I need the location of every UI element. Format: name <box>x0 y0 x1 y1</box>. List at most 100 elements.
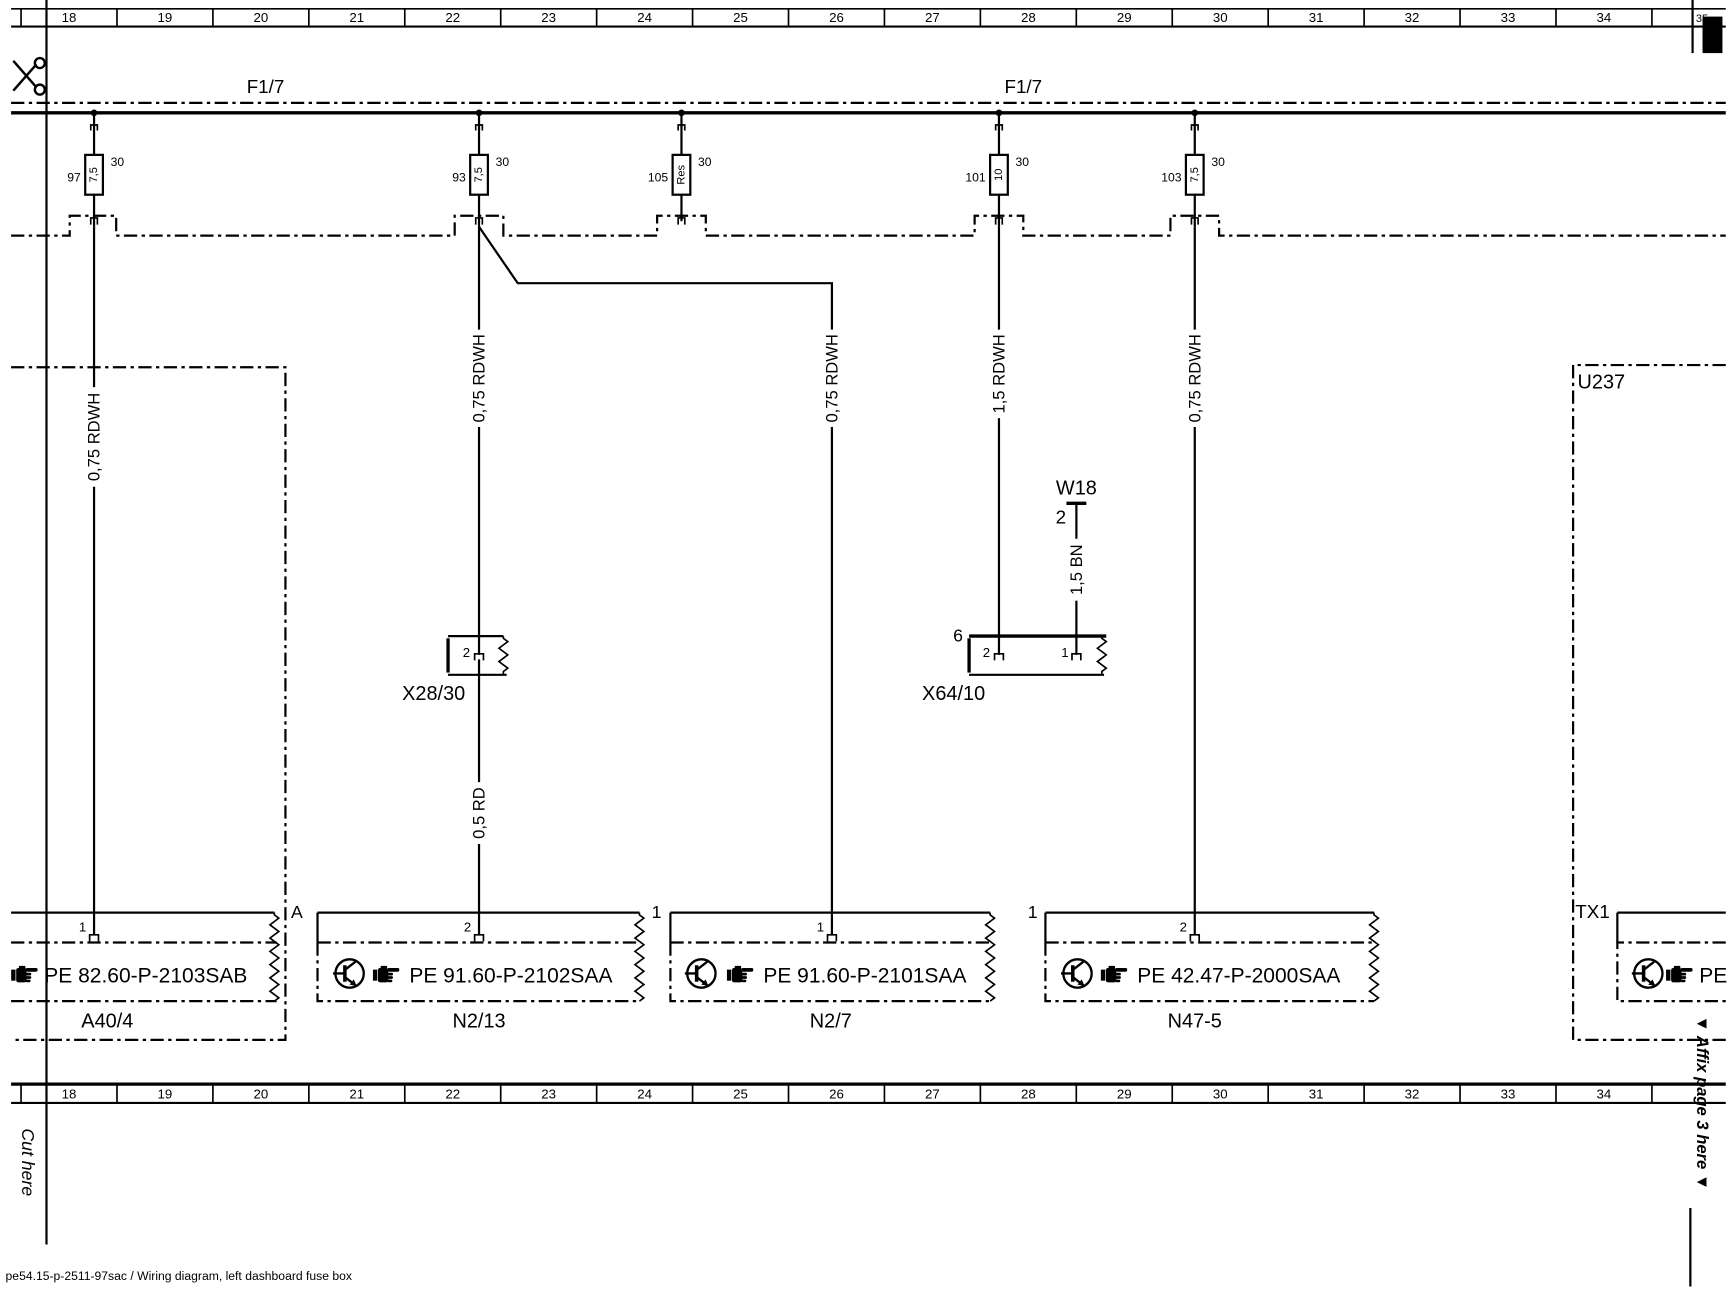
column-number: 27 <box>925 10 940 25</box>
component-n47-5: 2 PE 42.47-P-2000SAA N47-5 <box>1044 911 1380 1033</box>
affix-page-label: ▼ Affix page 3 here ▼ <box>1693 1016 1712 1191</box>
module-id: U237 <box>1578 371 1626 393</box>
fuse-number: 103 <box>1161 170 1182 184</box>
pointing-hand-icon <box>1666 965 1693 983</box>
pointing-hand-icon <box>1100 965 1128 983</box>
bus-label-right: F1/7 <box>1004 76 1042 97</box>
wire-to-x28-30: 0,75 RDWH <box>470 226 489 655</box>
fuse-box-boundary <box>11 214 1726 237</box>
diagram-caption: pe54.15-p-2511-97sac / Wiring diagram, l… <box>6 1269 352 1283</box>
transistor-icon <box>331 957 366 990</box>
fuse-105: Res 105 30 <box>648 109 712 225</box>
column-number: 21 <box>349 1086 364 1101</box>
power-bus: F1/7 F1/7 <box>11 76 1726 115</box>
fuse-93: 7,5 93 30 <box>452 109 510 227</box>
fuse-97: 7,5 97 30 <box>67 109 125 227</box>
fuse-number: 93 <box>452 170 466 184</box>
column-number: 26 <box>829 10 844 25</box>
column-number: 25 <box>733 1086 748 1101</box>
fuse-terminal: 30 <box>698 155 712 169</box>
column-number: 32 <box>1405 1086 1420 1101</box>
fuse-rating: 7,5 <box>88 167 100 182</box>
fuse-rating: 10 <box>993 169 1005 181</box>
fuse-terminal: 30 <box>1211 155 1225 169</box>
transistor-icon <box>683 957 718 990</box>
component-id: A40/4 <box>81 1011 133 1033</box>
fuse-terminal: 30 <box>1016 155 1030 169</box>
module-boundary-a40-4 <box>11 366 287 1041</box>
page-marker <box>1702 16 1723 54</box>
column-number: 33 <box>1501 10 1516 25</box>
wire-label: 0,75 RDWH <box>822 334 841 422</box>
connector-id: X64/10 <box>922 683 985 705</box>
column-number: 29 <box>1117 1086 1132 1101</box>
connector-id: X28/30 <box>402 683 465 705</box>
ground-point-pin: 2 <box>1056 506 1066 527</box>
region-label: 1 <box>1028 902 1038 922</box>
column-number: 18 <box>62 1086 77 1101</box>
cut-here-label: Cut here <box>18 1128 38 1196</box>
column-number: 26 <box>829 1086 844 1101</box>
column-number: 19 <box>158 10 173 25</box>
component-a40-4: 1 PE 82.60-P-2103SAB A40/4 <box>11 911 281 1033</box>
transistor-icon <box>1630 957 1665 990</box>
fuse-number: 101 <box>965 170 986 184</box>
component-pin: 2 <box>1180 919 1187 934</box>
wire-to-n2-7: 0,75 RDWH <box>478 226 841 935</box>
component-reference: PE 91.60-P-2102SAA <box>409 964 612 987</box>
component-n2-13: 2 PE 91.60-P-2102SAA N2/13 <box>316 911 646 1033</box>
wire-to-n47-5: 0,75 RDWH <box>1185 226 1204 935</box>
component-pin: 1 <box>79 919 86 934</box>
module-u237: U237 TX1 <box>1571 363 1726 1041</box>
fuse-101: 10 101 30 <box>965 109 1030 227</box>
column-number: 22 <box>445 10 460 25</box>
component-reference: PE 82.60-P-2103SAB <box>44 964 247 987</box>
column-number: 34 <box>1597 10 1612 25</box>
wire-to-x64-10: 1,5 RDWH <box>989 226 1008 655</box>
page-frame <box>45 0 1694 1287</box>
column-number: 31 <box>1309 1086 1324 1101</box>
fuse-rating: Res <box>675 164 687 184</box>
column-number: 27 <box>925 1086 940 1101</box>
pointing-hand-icon <box>372 965 400 983</box>
component-id: N2/13 <box>452 1011 505 1033</box>
region-label: 1 <box>652 902 662 922</box>
column-number: 21 <box>349 10 364 25</box>
component-id: N2/7 <box>810 1011 852 1033</box>
wire-label: 1,5 BN <box>1067 544 1086 595</box>
column-number: 20 <box>253 10 268 25</box>
column-number: 34 <box>1597 1086 1612 1101</box>
wire-label: 0,5 RD <box>470 787 489 839</box>
fuse-terminal: 30 <box>111 155 125 169</box>
column-number: 33 <box>1501 1086 1516 1101</box>
component-pin: 1 <box>817 919 824 934</box>
connector-x28-30: 2 X28/30 <box>402 634 510 705</box>
wire-x28-30-to-n2-13: 0,5 RD <box>470 659 489 935</box>
wire-w18-ground: 1,5 BN W18 2 <box>1056 477 1097 655</box>
pointing-hand-icon <box>11 965 38 983</box>
wire-label: 0,75 RDWH <box>1185 334 1204 422</box>
column-number: 30 <box>1213 10 1228 25</box>
column-number: 32 <box>1405 10 1420 25</box>
wire-label: 0,75 RDWH <box>470 334 489 422</box>
fuse-rating: 7,5 <box>473 167 485 182</box>
bus-label-left: F1/7 <box>247 76 285 97</box>
connector-pin: 2 <box>983 645 990 660</box>
fuse-terminal: 30 <box>496 155 510 169</box>
component-reference: PE 42.47-P-2000SAA <box>1137 964 1340 987</box>
column-number: 20 <box>253 1086 268 1101</box>
connector-pin: 2 <box>463 645 470 660</box>
scissors-icon <box>12 56 47 96</box>
connector-pin: 1 <box>1061 645 1068 660</box>
wire-label: 1,5 RDWH <box>989 334 1008 413</box>
connector-terminal-label: 6 <box>953 626 963 646</box>
column-number: 31 <box>1309 10 1324 25</box>
component-reference-partial: PE <box>1699 964 1727 987</box>
column-number: 25 <box>733 10 748 25</box>
column-number: 18 <box>62 10 77 25</box>
ground-point-id: W18 <box>1056 477 1097 499</box>
column-number: 28 <box>1021 10 1036 25</box>
region-label: A <box>291 902 303 922</box>
